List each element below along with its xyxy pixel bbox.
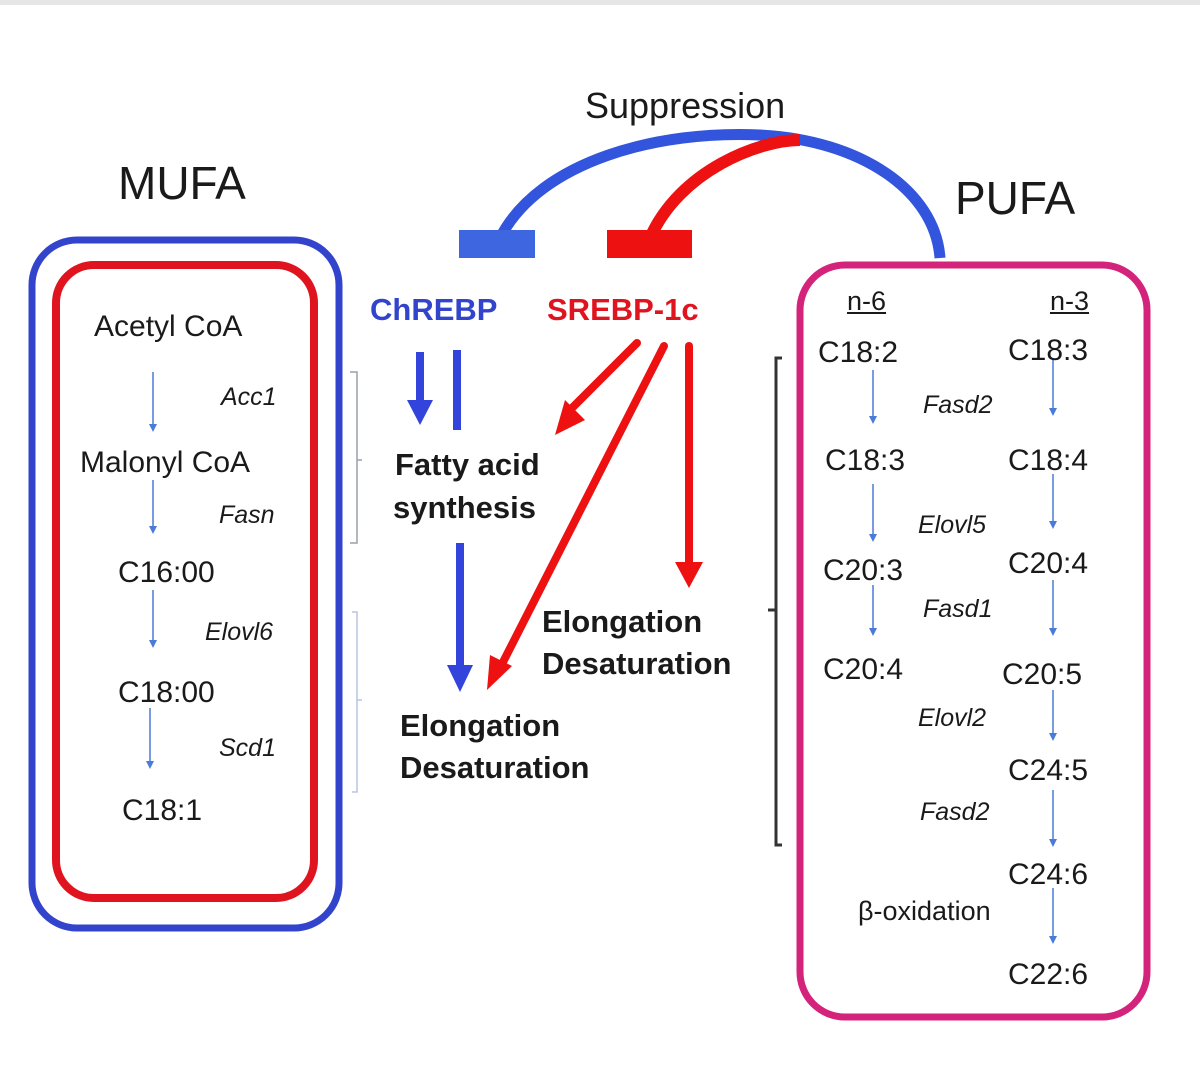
n3-node: C24:5 bbox=[1008, 754, 1089, 787]
bracket-pufa bbox=[768, 356, 782, 847]
mufa-node: C18:1 bbox=[122, 794, 203, 827]
mufa-inner-box bbox=[52, 261, 318, 902]
arrow-icon bbox=[555, 400, 585, 435]
desaturation-right-line2: Desaturation bbox=[542, 646, 732, 681]
mufa-enzyme: Scd1 bbox=[219, 734, 276, 762]
n3-node: C18:3 bbox=[1008, 334, 1089, 367]
suppression-arcs bbox=[459, 128, 946, 259]
pufa-title: PUFA bbox=[955, 172, 1076, 224]
mufa-node: Malonyl CoA bbox=[80, 446, 251, 479]
n6-node: C20:3 bbox=[823, 554, 904, 587]
mufa-pathway-arrows bbox=[146, 372, 157, 769]
mufa-node: C18:00 bbox=[118, 676, 215, 709]
arrow-down-icon bbox=[675, 562, 703, 588]
pufa-enzyme: Fasd2 bbox=[923, 391, 993, 419]
suppression-arc-red bbox=[644, 134, 801, 241]
inhibition-bar-red bbox=[607, 230, 692, 258]
arrow-down-icon bbox=[407, 400, 433, 425]
pufa-enzyme: Fasd1 bbox=[923, 595, 993, 623]
suppression-arc-blue bbox=[495, 128, 946, 259]
chrebp-label: ChREBP bbox=[370, 292, 498, 327]
srebp-arrows bbox=[487, 339, 703, 690]
bracket-elongation-mufa bbox=[352, 611, 362, 793]
pufa-pathway-arrows bbox=[869, 358, 1057, 944]
n3-node: C18:4 bbox=[1008, 444, 1089, 477]
srebp-1c-label: SREBP-1c bbox=[547, 292, 699, 327]
n3-node: C22:6 bbox=[1008, 958, 1089, 991]
pufa-enzyme: Elovl5 bbox=[918, 511, 987, 539]
pufa-box bbox=[796, 261, 1151, 1021]
mufa-node: Acetyl CoA bbox=[94, 310, 243, 343]
desaturation-left-line2: Desaturation bbox=[400, 750, 590, 785]
n6-node: C18:2 bbox=[818, 336, 899, 369]
fatty-acid-synthesis-line1: Fatty acid bbox=[395, 447, 540, 482]
elongation-left-line1: Elongation bbox=[400, 708, 561, 743]
n3-node: C24:6 bbox=[1008, 858, 1089, 891]
arrow-icon bbox=[487, 655, 512, 690]
mufa-enzyme: Elovl6 bbox=[205, 618, 274, 646]
n6-node: C20:4 bbox=[823, 653, 904, 686]
mufa-title: MUFA bbox=[118, 157, 246, 209]
mufa-outer-box bbox=[28, 236, 343, 932]
pufa-enzyme: Fasd2 bbox=[920, 798, 990, 826]
chrebp-arrows bbox=[407, 350, 473, 692]
elongation-right-line1: Elongation bbox=[542, 604, 703, 639]
suppression-label: Suppression bbox=[585, 85, 786, 126]
arrow-down-icon bbox=[447, 665, 473, 692]
n6-header: n-6 bbox=[847, 286, 887, 316]
n3-node: C20:4 bbox=[1008, 547, 1089, 580]
beta-oxidation-label: β-oxidation bbox=[858, 896, 991, 926]
top-border-band bbox=[0, 0, 1200, 5]
bracket-fatty-acid-synthesis bbox=[350, 371, 362, 544]
n3-node: C20:5 bbox=[1002, 658, 1083, 691]
mufa-enzyme: Fasn bbox=[219, 501, 275, 529]
fatty-acid-synthesis-line2: synthesis bbox=[393, 490, 537, 525]
n3-header: n-3 bbox=[1050, 286, 1090, 316]
pufa-enzyme: Elovl2 bbox=[918, 704, 987, 732]
n6-node: C18:3 bbox=[825, 444, 906, 477]
mufa-enzyme: Acc1 bbox=[221, 383, 277, 411]
mufa-node: C16:00 bbox=[118, 556, 215, 589]
inhibition-bar-blue bbox=[459, 230, 535, 258]
